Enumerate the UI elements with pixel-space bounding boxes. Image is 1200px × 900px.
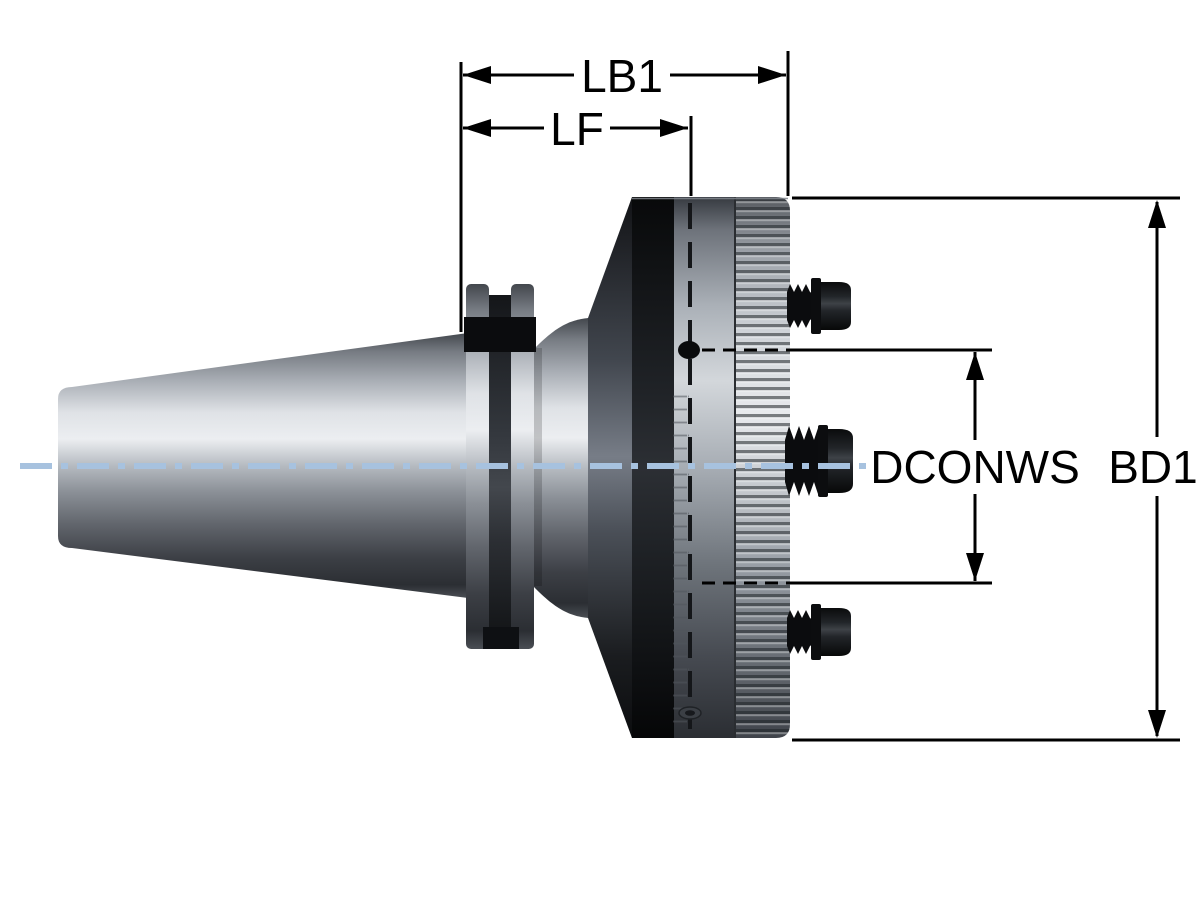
countersink-center xyxy=(685,710,695,716)
lb1-label: LB1 xyxy=(581,50,663,102)
dconws-arrow-down xyxy=(966,553,984,581)
lf-label: LF xyxy=(550,103,604,155)
clamping-screw-bottom xyxy=(787,604,851,660)
screw-collar xyxy=(818,425,828,497)
dconws-arrow-up xyxy=(966,352,984,380)
bd1-arrow-down xyxy=(1148,710,1166,738)
flange-groove-foot xyxy=(483,627,519,649)
clamping-screw-middle xyxy=(785,425,853,497)
bd1-arrow-up xyxy=(1148,200,1166,228)
dimension-bd1 xyxy=(792,196,1180,742)
screw-thread xyxy=(785,426,820,496)
screw-thread xyxy=(787,610,813,654)
screw-collar xyxy=(811,604,821,660)
bd1-label: BD1 xyxy=(1108,441,1197,493)
screw-cap xyxy=(821,282,851,330)
flange-drive-slot xyxy=(464,317,536,352)
face-ticks xyxy=(673,385,689,730)
screw-collar xyxy=(811,278,821,334)
flange-groove xyxy=(489,295,511,645)
lb1-arrow-left xyxy=(463,66,491,84)
screw-cap xyxy=(828,429,853,493)
dconws-label: DCONWS xyxy=(870,441,1080,493)
gauge-hole xyxy=(678,341,700,359)
lf-arrow-left xyxy=(463,119,491,137)
lf-arrow-right xyxy=(660,119,688,137)
screw-cap xyxy=(821,608,851,656)
lb1-arrow-right xyxy=(758,66,786,84)
screw-thread xyxy=(787,284,813,328)
clamping-screw-top xyxy=(787,278,851,334)
